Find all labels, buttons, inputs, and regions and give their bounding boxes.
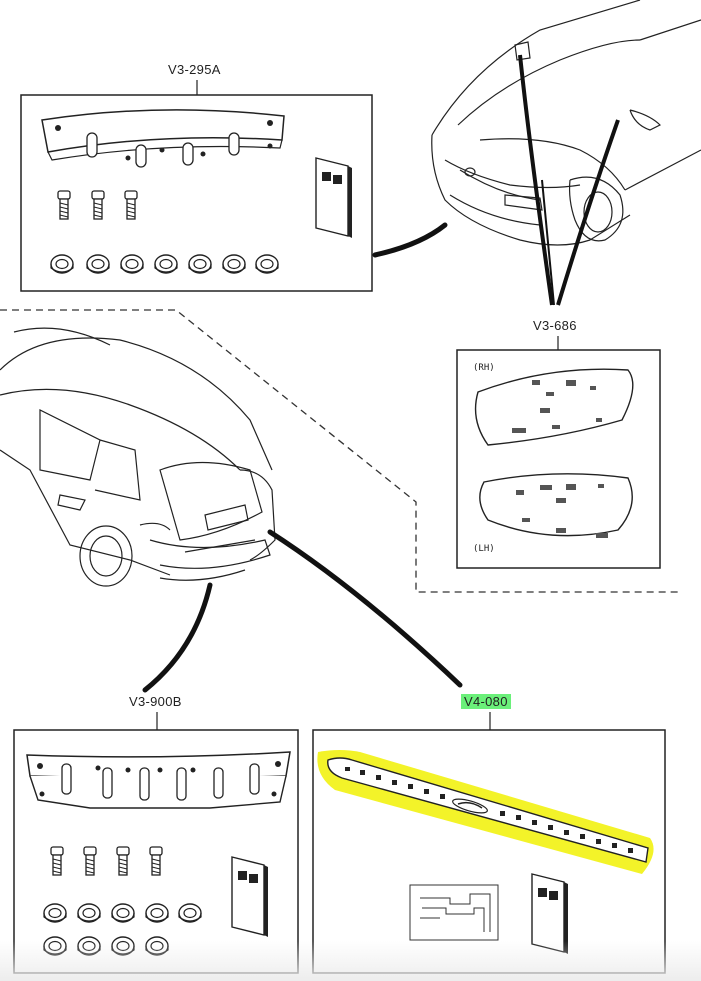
rear-car-illustration bbox=[0, 327, 276, 587]
side-moldings-kit-code: V3-686 bbox=[533, 318, 577, 333]
side-moldings-kit bbox=[456, 336, 661, 569]
bottom-fade bbox=[0, 941, 701, 981]
front-plate-kit bbox=[20, 80, 373, 292]
front-plate-kit-code: V3-295A bbox=[168, 62, 221, 77]
rear-plate-kit bbox=[13, 712, 299, 974]
rh-label: (RH) bbox=[473, 363, 495, 373]
lh-label: (LH) bbox=[473, 544, 495, 554]
rear-step-guard-kit bbox=[312, 712, 666, 974]
rear-step-guard-kit-code: V4-080 bbox=[461, 694, 511, 709]
rear-plate-kit-code: V3-900B bbox=[129, 694, 182, 709]
front-car-illustration bbox=[431, 0, 701, 246]
